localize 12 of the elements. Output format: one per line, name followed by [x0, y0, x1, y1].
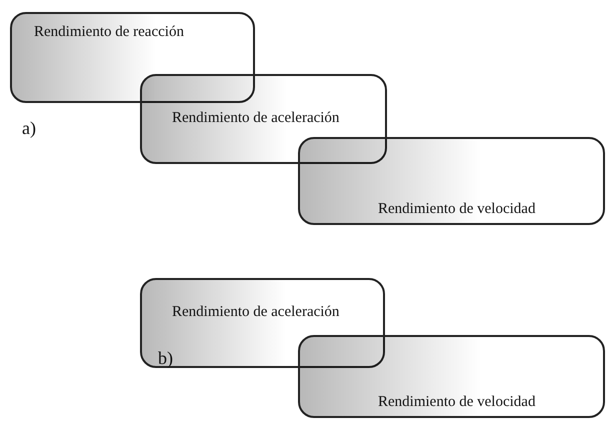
box-label: Rendimiento de velocidad	[378, 201, 536, 218]
box-label: Rendimiento de aceleración	[172, 304, 340, 321]
rounded-box	[140, 74, 387, 164]
box-label: Rendimiento de velocidad	[378, 394, 536, 411]
rounded-box	[140, 278, 385, 368]
rounded-box	[298, 335, 605, 418]
rounded-box	[298, 137, 605, 225]
box-label: Rendimiento de reacción	[34, 24, 184, 41]
panel-label: b)	[158, 348, 173, 369]
panel-label: a)	[22, 118, 36, 139]
box-label: Rendimiento de aceleración	[172, 110, 340, 127]
rounded-box	[10, 12, 255, 103]
